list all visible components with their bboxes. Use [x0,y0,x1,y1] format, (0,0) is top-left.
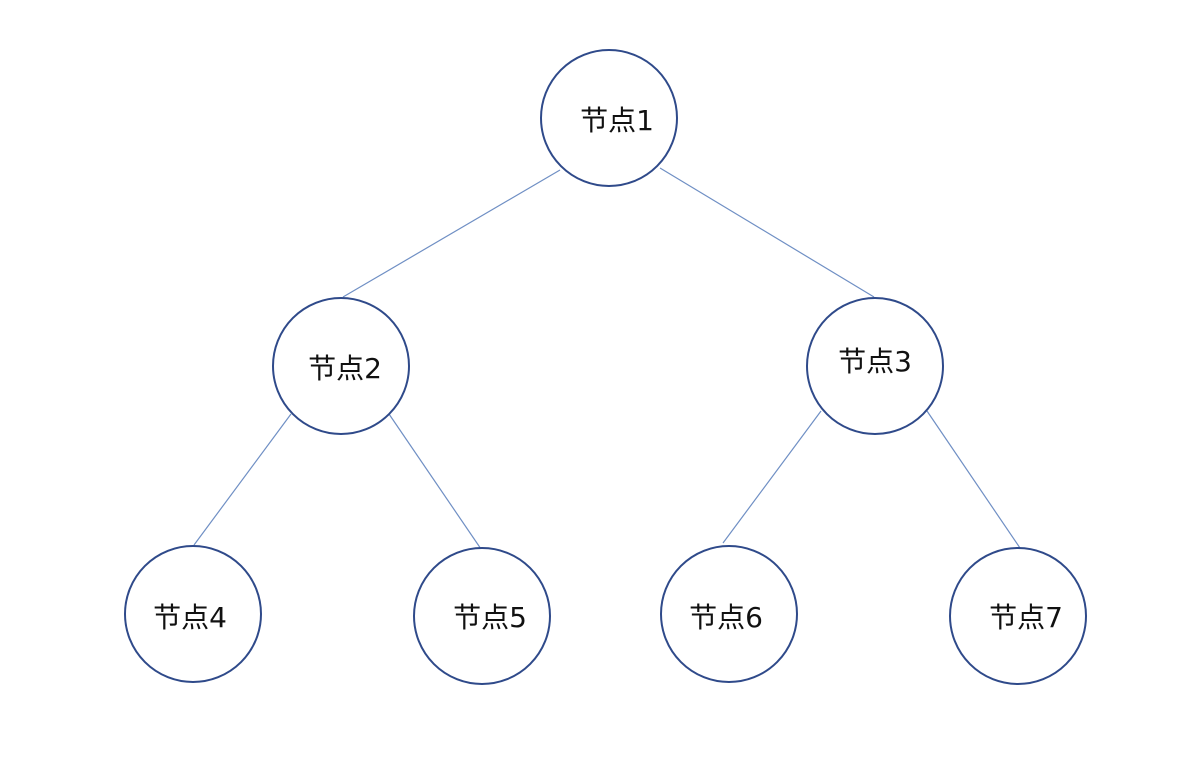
edge-n3-n7 [926,410,1021,549]
edge-n1-n3 [659,167,875,298]
edges [193,167,1021,550]
node-3: 节点3 [806,297,944,435]
node-circle [124,545,262,683]
node-circle [949,547,1087,685]
node-5: 节点5 [413,547,551,685]
node-4: 节点4 [124,545,262,683]
edge-n1-n2 [342,169,561,298]
node-label: 节点3 [838,345,912,378]
node-circle [660,545,798,683]
node-6: 节点6 [660,545,798,683]
node-label: 节点2 [308,352,382,385]
node-label: 节点1 [580,104,654,137]
edge-n2-n5 [388,413,482,550]
node-label: 节点4 [153,601,227,634]
edge-n2-n4 [193,413,292,546]
node-label: 节点6 [689,601,763,634]
node-circle [413,547,551,685]
node-7: 节点7 [949,547,1087,685]
node-label: 节点5 [453,601,527,634]
edge-n3-n6 [722,410,822,544]
node-label: 节点7 [989,601,1063,634]
node-1: 节点1 [540,49,678,187]
node-circle [272,297,410,435]
node-2: 节点2 [272,297,410,435]
node-circle [540,49,678,187]
node-circle [806,297,944,435]
